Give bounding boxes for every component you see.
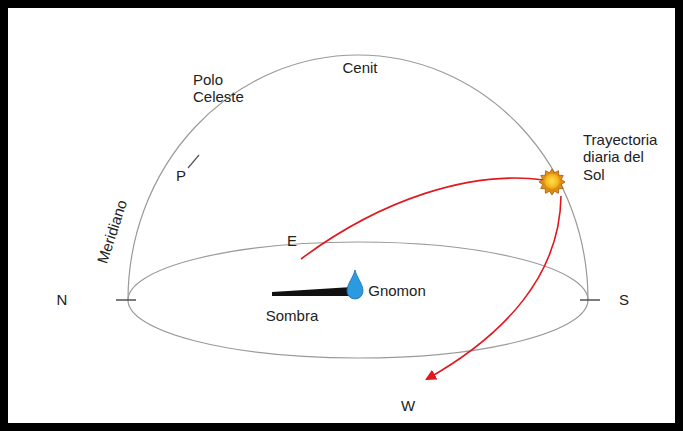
west-label: W — [401, 397, 415, 414]
sun-disc — [544, 174, 561, 191]
north-tick — [116, 299, 136, 300]
sun-path-morning — [301, 178, 544, 259]
north-label: N — [57, 291, 68, 308]
gnomon-label: Gnomon — [368, 282, 426, 299]
frame — [4, 4, 679, 427]
south-tick — [580, 299, 600, 300]
gnomon — [347, 270, 363, 299]
sun-icon — [539, 169, 565, 195]
meridian-label: Meridiano — [94, 198, 131, 266]
pole-tick — [188, 155, 199, 168]
shadow-wedge — [272, 287, 352, 296]
shadow-label: Sombra — [266, 307, 319, 324]
east-label: E — [287, 232, 297, 249]
sun-path-label: Trayectoria diaria del Sol — [583, 131, 661, 183]
celestial-dome — [128, 55, 588, 300]
pole-label: Polo Celeste — [193, 71, 263, 106]
pole-letter: P — [176, 167, 186, 184]
sun-rays — [539, 169, 565, 195]
sun-path-afternoon — [427, 196, 561, 379]
south-label: S — [619, 291, 629, 308]
zenith-label: Cenit — [342, 59, 377, 76]
horizon-ellipse — [128, 242, 588, 358]
